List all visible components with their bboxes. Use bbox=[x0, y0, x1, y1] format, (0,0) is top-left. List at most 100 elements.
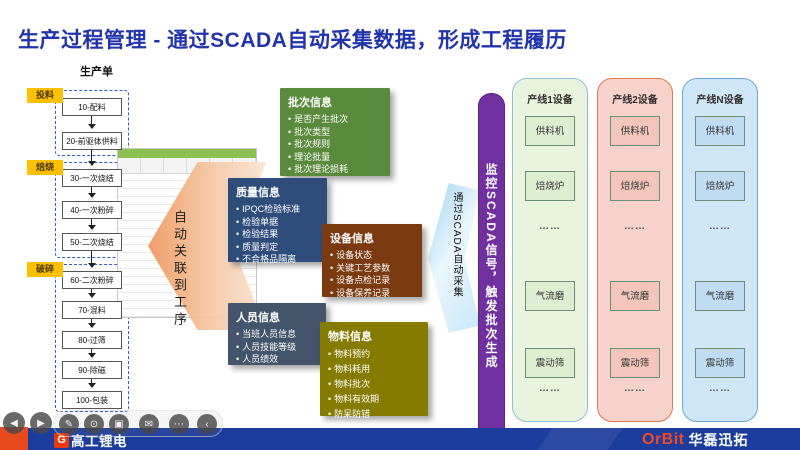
device-box: 气流磨 bbox=[610, 281, 660, 311]
previous-slide-button[interactable]: ◀ bbox=[3, 412, 25, 434]
product-line-1-title: 产线1设备 bbox=[527, 95, 573, 106]
device-box: 震动筛 bbox=[525, 348, 575, 378]
gaogong-logo: G 高工锂电 bbox=[54, 430, 127, 450]
flow-step: 60-二次粉碎 bbox=[62, 271, 122, 289]
screenshot-table-header bbox=[118, 149, 256, 158]
personnel-info-title: 人员信息 bbox=[236, 312, 280, 324]
device-box: 气流磨 bbox=[525, 281, 575, 311]
device-box: 焙烧炉 bbox=[525, 171, 575, 201]
flow-step: 30-一次烧结 bbox=[62, 169, 122, 187]
flow-step: 100-包装 bbox=[62, 391, 122, 409]
flow-step: 40-一次粉碎 bbox=[62, 201, 122, 219]
product-line-n-panel: 产线N设备 供料机 焙烧炉 …… 气流磨 震动筛 …… bbox=[682, 78, 758, 422]
quality-info-box: 质量信息 IPQC检验标准 检验单据 检验结果 质量判定 不合格品隔离 bbox=[228, 178, 327, 264]
info-item: 人员技能等级 bbox=[236, 341, 318, 354]
info-item: 批次类型 bbox=[288, 126, 382, 139]
flow-step: 90-除磁 bbox=[62, 361, 122, 379]
footer-streak bbox=[537, 428, 623, 450]
product-line-n-title: 产线N设备 bbox=[696, 95, 744, 106]
info-item: IPQC检验标准 bbox=[236, 203, 319, 216]
ellipsis-text: …… bbox=[539, 221, 561, 232]
flow-step: 80-过筛 bbox=[62, 331, 122, 349]
next-slide-button[interactable]: ▶ bbox=[30, 412, 52, 434]
orbit-logo: OrBit 华磊迅拓 bbox=[642, 430, 749, 450]
ellipsis-text: …… bbox=[709, 221, 731, 232]
info-item: 设备点检记录 bbox=[330, 274, 414, 287]
flow-arrow-icon bbox=[87, 187, 96, 198]
info-item: 物料耗用 bbox=[328, 362, 420, 377]
scada-collect-label: 通过SCADA自动采集 bbox=[451, 192, 462, 298]
flow-group-feeding bbox=[55, 90, 129, 156]
collapse-button[interactable]: ‹ bbox=[197, 414, 217, 434]
info-item: 当班人员信息 bbox=[236, 328, 318, 341]
product-line-1-panel: 产线1设备 供料机 焙烧炉 …… 气流磨 震动筛 …… bbox=[512, 78, 588, 422]
info-item: 关键工艺参数 bbox=[330, 262, 414, 275]
info-item: 批次理论损耗 bbox=[288, 163, 382, 176]
flow-arrow-icon bbox=[87, 219, 96, 230]
info-item: 理论批量 bbox=[288, 151, 382, 164]
device-box: 震动筛 bbox=[610, 348, 660, 378]
orbit-logo-brand: OrBit bbox=[642, 431, 685, 448]
material-info-title: 物料信息 bbox=[328, 331, 372, 343]
device-box: 震动筛 bbox=[695, 348, 745, 378]
info-item: 人员绩效 bbox=[236, 353, 318, 366]
device-box: 供料机 bbox=[610, 116, 660, 146]
ellipsis-text: …… bbox=[624, 221, 646, 232]
presenter-toolbar bbox=[53, 410, 223, 437]
flow-arrow-icon bbox=[87, 289, 96, 298]
device-box: 气流磨 bbox=[695, 281, 745, 311]
scada-monitor-label: 监控SCADA信号，触发批次生成 bbox=[484, 163, 498, 370]
gaogong-logo-name: 高工锂电 bbox=[71, 434, 127, 449]
quality-info-title: 质量信息 bbox=[236, 187, 280, 199]
product-line-2-panel: 产线2设备 供料机 焙烧炉 …… 气流磨 震动筛 …… bbox=[597, 78, 673, 422]
device-box: 焙烧炉 bbox=[695, 171, 745, 201]
info-item: 防呆防错 bbox=[328, 407, 420, 422]
info-item: 检验单据 bbox=[236, 216, 319, 229]
flow-tag-feeding: 投料 bbox=[27, 88, 63, 103]
pen-button[interactable]: ✎ bbox=[59, 414, 79, 434]
equipment-info-title: 设备信息 bbox=[330, 233, 374, 245]
flow-step: 20-前驱体供料 bbox=[62, 132, 122, 150]
device-box: 供料机 bbox=[525, 116, 575, 146]
orbit-logo-name: 华磊迅拓 bbox=[688, 432, 749, 448]
info-item: 质量判定 bbox=[236, 241, 319, 254]
personnel-info-box: 人员信息 当班人员信息 人员技能等级 人员绩效 bbox=[228, 303, 326, 365]
info-item: 物料批次 bbox=[328, 377, 420, 392]
flow-arrow-icon bbox=[87, 116, 96, 129]
info-item: 检验结果 bbox=[236, 228, 319, 241]
footer-red-block bbox=[0, 427, 28, 450]
flow-arrow-icon bbox=[87, 349, 96, 358]
laser-pointer-button[interactable]: ⊙ bbox=[84, 414, 104, 434]
info-item: 设备保养记录 bbox=[330, 287, 414, 300]
info-item: 物料有效期 bbox=[328, 392, 420, 407]
record-button[interactable]: ▣ bbox=[109, 414, 129, 434]
comment-button[interactable]: ✉ bbox=[139, 414, 159, 434]
flow-tag-roasting: 焙烧 bbox=[27, 160, 63, 175]
info-item: 设备状态 bbox=[330, 249, 414, 262]
production-order-label: 生产单 bbox=[80, 66, 113, 78]
info-item: 不合格品隔离 bbox=[236, 253, 319, 266]
scada-monitor-bar: 监控SCADA信号，触发批次生成 bbox=[478, 93, 505, 440]
info-item: 是否产生批次 bbox=[288, 113, 382, 126]
device-box: 焙烧炉 bbox=[610, 171, 660, 201]
device-box: 供料机 bbox=[695, 116, 745, 146]
batch-info-box: 批次信息 是否产生批次 批次类型 批次规则 理论批量 批次理论损耗 bbox=[280, 88, 390, 176]
associate-arrow-label: 自动关联到工序 bbox=[172, 210, 187, 329]
more-button[interactable]: ⋯ bbox=[169, 414, 189, 434]
ellipsis-text: …… bbox=[709, 383, 731, 394]
flow-step: 10-配料 bbox=[62, 98, 122, 116]
ellipsis-text: …… bbox=[539, 383, 561, 394]
flow-arrow-icon bbox=[87, 251, 96, 268]
flow-tag-crushing: 破碎 bbox=[27, 262, 63, 277]
footer-bar: G 高工锂电 OrBit 华磊迅拓 bbox=[0, 427, 800, 450]
flow-step: 50-二次烧结 bbox=[62, 233, 122, 251]
product-line-2-title: 产线2设备 bbox=[612, 95, 658, 106]
flow-arrow-icon bbox=[87, 379, 96, 388]
equipment-info-box: 设备信息 设备状态 关键工艺参数 设备点检记录 设备保养记录 bbox=[322, 224, 422, 300]
ellipsis-text: …… bbox=[624, 383, 646, 394]
page-title: 生产过程管理 - 通过SCADA自动采集数据，形成工程履历 bbox=[18, 29, 567, 52]
material-info-box: 物料信息 物料预约 物料耗用 物料批次 物料有效期 防呆防错 bbox=[320, 322, 428, 419]
info-item: 批次规则 bbox=[288, 138, 382, 151]
flow-step: 70-混料 bbox=[62, 301, 122, 319]
